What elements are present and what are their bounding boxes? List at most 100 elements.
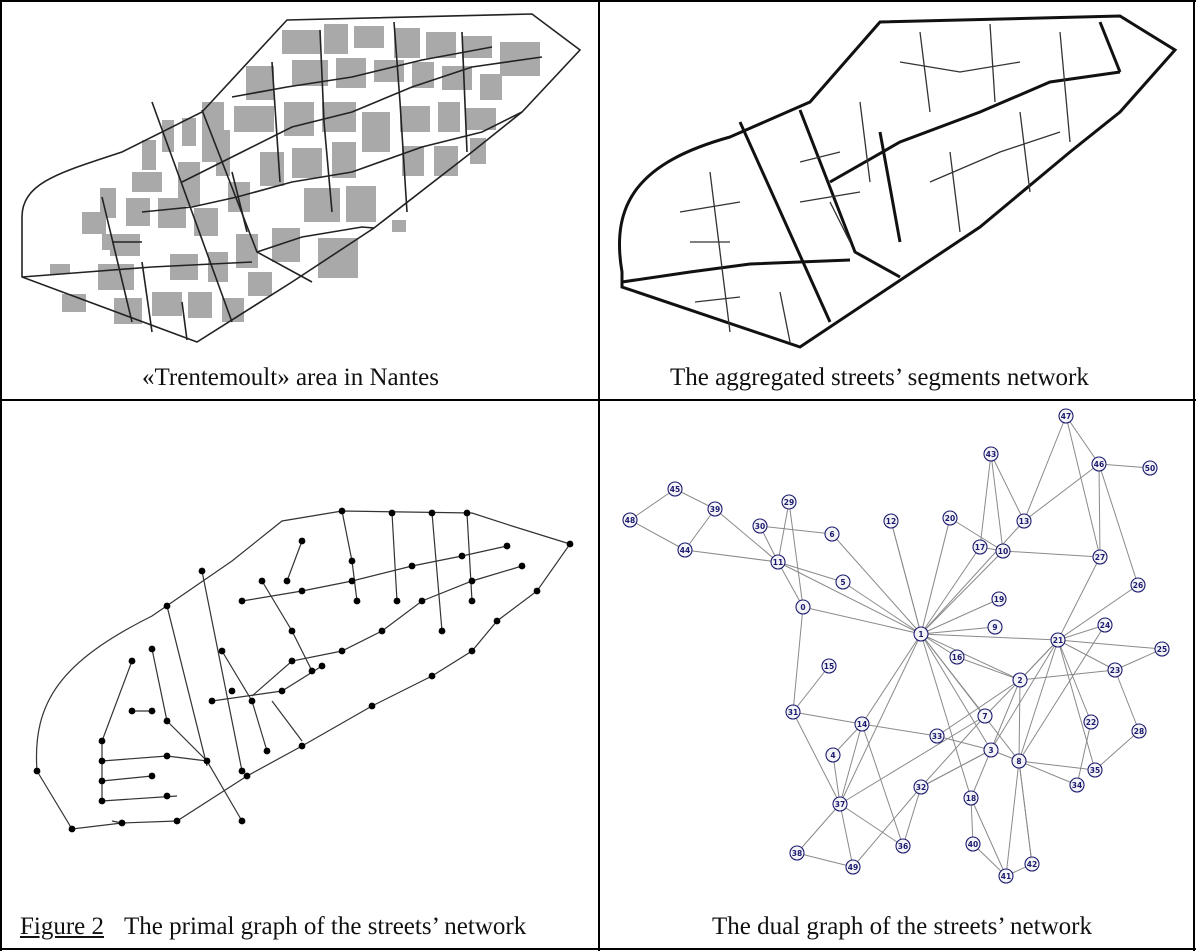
dual-node: 34 [1069, 777, 1085, 793]
primal-node [33, 767, 41, 775]
dual-edge [684, 508, 716, 551]
dual-edge [629, 488, 676, 521]
dual-edge [777, 561, 804, 608]
dual-node: 50 [1142, 460, 1158, 476]
dual-node-label: 8 [1016, 757, 1021, 766]
dual-node-circle [1097, 617, 1113, 633]
dual-node-circle [1130, 577, 1146, 593]
caption-primal-graph-text: The primal graph of the streets’ network [124, 913, 527, 940]
primal-node [163, 792, 171, 800]
primal-node [148, 772, 156, 780]
dual-node-label: 3 [988, 746, 993, 755]
dual-edge [920, 520, 1025, 635]
primal-node [428, 509, 436, 517]
dual-node-label: 30 [755, 522, 765, 531]
dual-edge [792, 711, 841, 805]
dual-node: 28 [1131, 723, 1147, 739]
dual-node: 22 [1083, 714, 1099, 730]
dual-edge [1114, 648, 1163, 671]
dual-node-label: 39 [710, 505, 720, 514]
dual-node: 0 [795, 599, 811, 615]
dual-node-label: 42 [1027, 860, 1037, 869]
dual-node: 17 [972, 539, 988, 555]
dual-node: 39 [707, 501, 723, 517]
frame-right [1193, 0, 1195, 951]
dual-edge [1018, 624, 1106, 762]
primal-node [148, 707, 156, 715]
dual-node: 1 [913, 626, 929, 642]
dual-edge [777, 561, 844, 583]
dual-edge [1114, 669, 1140, 732]
dual-node-circle [991, 591, 1007, 607]
dual-node-circle [883, 513, 899, 529]
dual-edge [839, 803, 854, 868]
dual-node-label: 29 [784, 498, 794, 507]
dual-node-circle [824, 526, 840, 542]
primal-node [238, 817, 246, 825]
dual-node-label: 49 [848, 863, 858, 872]
dual-node-circle [942, 510, 958, 526]
dual-node: 37 [832, 796, 848, 812]
dual-edge [970, 797, 974, 845]
dual-node-label: 12 [886, 517, 896, 526]
dual-node-circle [1083, 714, 1099, 730]
dual-edge [990, 453, 1025, 522]
dual-node: 6 [824, 526, 840, 542]
dual-edge [1094, 730, 1140, 771]
dual-edge [839, 723, 863, 805]
dual-node-label: 6 [829, 530, 834, 539]
dual-node: 42 [1024, 856, 1040, 872]
dual-node-circle [854, 716, 870, 732]
dual-node: 21 [1050, 632, 1066, 648]
dual-node-circle [972, 539, 988, 555]
dual-node: 11 [770, 554, 786, 570]
dual-node-circle [785, 704, 801, 720]
dual-edge [1002, 550, 1101, 558]
dual-node-circle [1012, 672, 1028, 688]
primal-node [98, 757, 106, 765]
primal-node [298, 587, 306, 595]
dual-node: 14 [854, 716, 870, 732]
dual-node-circle [1011, 753, 1027, 769]
dual-node-circle [1050, 632, 1066, 648]
panel-area-map: «Trentemoult» area in Nantes [2, 2, 598, 399]
dual-node-circle [965, 836, 981, 852]
dual-node-circle [1154, 641, 1170, 657]
dual-node: 49 [845, 859, 861, 875]
dual-edge [802, 606, 922, 635]
dual-edge [1057, 624, 1106, 641]
frame-left [0, 0, 2, 951]
primal-node [533, 587, 541, 595]
dual-node-label: 43 [986, 450, 996, 459]
primal-node [298, 537, 306, 545]
primal-node [98, 797, 106, 805]
dual-node: 35 [1087, 762, 1103, 778]
dual-node-label: 47 [1061, 412, 1071, 421]
dual-edge [936, 679, 1021, 737]
dual-node-circle [1024, 856, 1040, 872]
dual-node-label: 20 [945, 514, 955, 523]
dual-node-circle [995, 543, 1011, 559]
dual-edge [920, 517, 951, 635]
dual-node-circle [983, 446, 999, 462]
primal-node [228, 687, 236, 695]
primal-node [148, 645, 156, 653]
dual-edge [796, 852, 854, 868]
dual-node: 3 [983, 742, 999, 758]
primal-node [458, 552, 466, 560]
dual-edge [777, 561, 922, 635]
dual-node-circle [825, 747, 841, 763]
dual-node-circle [1069, 777, 1085, 793]
dual-node-label: 36 [898, 842, 908, 851]
primal-node [468, 577, 476, 585]
dual-edge [920, 633, 992, 751]
primal-node [388, 509, 396, 517]
dual-node-label: 24 [1100, 621, 1110, 630]
dual-node: 8 [1011, 753, 1027, 769]
dual-node: 41 [998, 868, 1014, 884]
dual-edge [1057, 584, 1139, 641]
dual-node: 10 [995, 543, 1011, 559]
dual-node-label: 16 [952, 653, 962, 662]
dual-node-label: 48 [625, 516, 635, 525]
